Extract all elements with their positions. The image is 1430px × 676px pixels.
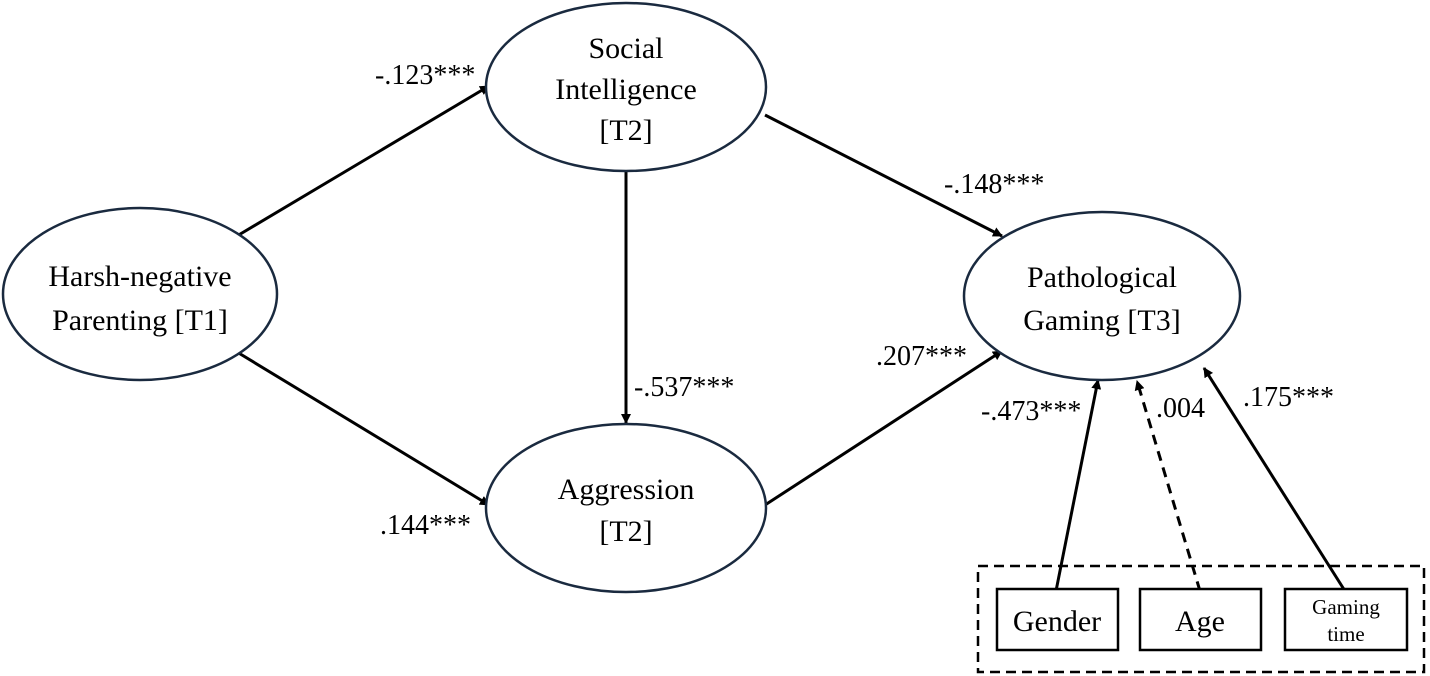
- node-harsh-parenting: Harsh-negative Parenting [T1]: [1, 206, 279, 382]
- control-age: Age: [1138, 587, 1263, 652]
- path-arrow-gender-to-gaming: [1054, 379, 1102, 592]
- path-arrow-parenting-to-aggression: [236, 350, 490, 507]
- node-social-intelligence: Social Intelligence [T2]: [484, 1, 768, 173]
- node-pathological-gaming-line2: Gaming [T3]: [1023, 304, 1180, 337]
- path-arrow-age-to-gaming: [1134, 380, 1202, 592]
- control-gaming-time: Gaming time: [1283, 587, 1409, 652]
- coef-social-to-gaming: -.148***: [944, 169, 1044, 200]
- node-pathological-gaming: Pathological Gaming [T3]: [962, 210, 1242, 382]
- node-pathological-gaming-line1: Pathological: [1027, 261, 1177, 294]
- control-age-label: Age: [1175, 605, 1225, 638]
- control-variables-group: [976, 564, 1426, 674]
- node-harsh-parenting-line1: Harsh-negative: [48, 260, 231, 293]
- coef-gender-to-gaming: -.473***: [981, 396, 1081, 427]
- coef-social-to-aggression: -.537***: [634, 372, 734, 403]
- path-arrow-social-to-gaming: [764, 113, 1003, 238]
- path-arrow-gamingtime-to-gaming: [1202, 367, 1347, 592]
- control-gaming-time-line1: Gaming: [1312, 595, 1380, 619]
- control-gender-label: Gender: [1013, 605, 1101, 638]
- path-arrow-parenting-to-social: [236, 84, 490, 238]
- node-aggression-line2: [T2]: [599, 515, 652, 548]
- coef-parenting-to-aggression: .144***: [380, 510, 471, 541]
- node-harsh-parenting-line2: Parenting [T1]: [52, 304, 228, 337]
- path-arrow-aggression-to-gaming: [764, 349, 1003, 507]
- control-gender: Gender: [995, 587, 1120, 652]
- node-aggression-line1: Aggression: [558, 473, 695, 506]
- node-social-intelligence-line3: [T2]: [599, 114, 652, 147]
- coef-gamingtime-to-gaming: .175***: [1243, 382, 1334, 413]
- coef-parenting-to-social: -.123***: [375, 60, 475, 91]
- node-aggression: Aggression [T2]: [484, 422, 768, 594]
- node-social-intelligence-line2: Intelligence: [555, 73, 697, 106]
- control-gaming-time-line2: time: [1327, 622, 1364, 646]
- node-social-intelligence-line1: Social: [589, 32, 664, 65]
- coef-aggression-to-gaming: .207***: [876, 341, 967, 372]
- coef-age-to-gaming: .004: [1156, 393, 1205, 424]
